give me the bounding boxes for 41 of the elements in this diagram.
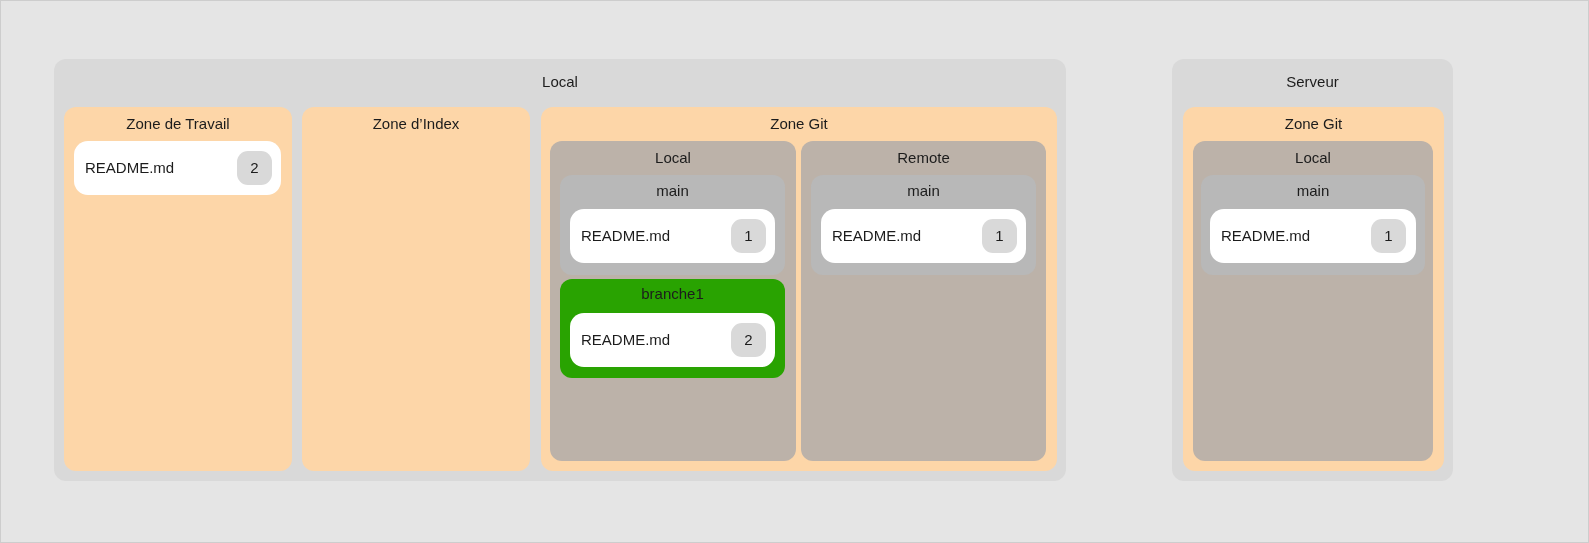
zone-panel <box>541 107 1057 471</box>
file-name: README.md <box>581 227 671 245</box>
version-badge: 1 <box>1371 219 1406 253</box>
file-card <box>570 313 775 367</box>
panel-title: Zone Git <box>1284 115 1343 133</box>
location-panel <box>54 59 1066 481</box>
panel-title: branche1 <box>641 285 704 303</box>
file-name: README.md <box>1221 227 1311 245</box>
file-card <box>570 209 775 263</box>
panel-title: Zone d’Index <box>372 115 460 133</box>
panel-title: main <box>656 182 689 200</box>
panel-title: Local <box>655 149 691 167</box>
branch-panel <box>560 175 785 275</box>
file-card <box>821 209 1026 263</box>
file-card <box>1210 209 1416 263</box>
zone-panel <box>64 107 292 471</box>
file-name: README.md <box>581 331 671 349</box>
branch-panel <box>560 279 785 378</box>
version-badge: 2 <box>731 323 766 357</box>
file-card <box>74 141 281 195</box>
panel-title: Remote <box>897 149 950 167</box>
panel-title: main <box>907 182 940 200</box>
repository-panel <box>550 141 796 461</box>
zone-panel <box>1183 107 1444 471</box>
version-badge: 1 <box>982 219 1017 253</box>
panel-title: main <box>1296 182 1330 200</box>
zone-panel <box>302 107 530 471</box>
panel-title: Local <box>1295 149 1331 167</box>
version-badge: 2 <box>237 151 272 185</box>
panel-title: Zone Git <box>770 115 828 133</box>
version-badge: 1 <box>731 219 766 253</box>
panel-title: Local <box>542 73 578 91</box>
repository-panel <box>801 141 1046 461</box>
file-name: README.md <box>832 227 922 245</box>
repository-panel <box>1193 141 1433 461</box>
panel-title: Zone de Travail <box>126 115 230 133</box>
branch-panel <box>811 175 1036 275</box>
panel-title: Serveur <box>1286 73 1339 91</box>
branch-panel <box>1201 175 1425 275</box>
location-panel <box>1172 59 1453 481</box>
file-name: README.md <box>85 159 175 177</box>
